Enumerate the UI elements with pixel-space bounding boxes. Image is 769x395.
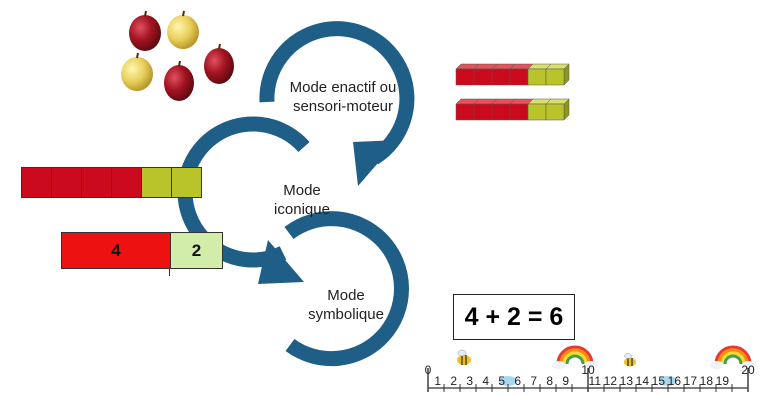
equation-box: 4 + 2 = 6 <box>453 294 575 340</box>
apples-illustration <box>121 10 234 101</box>
number-line-label: 7 <box>530 374 537 388</box>
number-line-label: 6 <box>514 374 521 388</box>
number-line-label: 2 <box>450 374 457 388</box>
green-cube <box>545 98 570 121</box>
highlight-cloud-icon <box>659 376 677 386</box>
highlight-cloud-icon <box>499 376 517 386</box>
yellow-apple-icon <box>121 52 153 91</box>
number-line-label: 19 <box>716 374 730 388</box>
number-line-label: 12 <box>604 374 618 388</box>
bee-icon <box>457 349 471 365</box>
cube-row <box>455 63 570 86</box>
number-line-label: 1 <box>434 374 441 388</box>
bar-green-part: 2 <box>171 233 222 268</box>
red-apple-icon <box>204 43 234 84</box>
green-square <box>142 168 172 197</box>
number-line-label: 5 <box>498 374 505 388</box>
cube-row <box>455 98 570 121</box>
equation-text: 4 + 2 = 6 <box>464 302 564 331</box>
red-apple-icon <box>164 60 194 101</box>
arrow-enactive-to-iconic <box>259 21 415 165</box>
number-line-label: 10 <box>581 363 595 377</box>
bee-icon <box>624 353 636 367</box>
number-line-label: 17 <box>684 374 698 388</box>
rainbow-icon <box>710 345 756 369</box>
green-cube <box>545 63 570 86</box>
unifix-cubes-bottom <box>455 98 570 121</box>
bar-green-value: 2 <box>191 240 202 260</box>
number-line-label: 8 <box>546 374 553 388</box>
number-line-label: 18 <box>700 374 714 388</box>
number-line-label: 4 <box>482 374 489 388</box>
yellow-apple-icon <box>167 10 199 49</box>
number-line-label: 20 <box>741 363 755 377</box>
red-square <box>82 168 112 197</box>
number-line-label: 16 <box>668 374 682 388</box>
number-line-label: 3 <box>466 374 473 388</box>
number-line-label: 13 <box>620 374 634 388</box>
red-square <box>22 168 52 197</box>
red-square <box>52 168 82 197</box>
unifix-cubes-top <box>455 63 570 86</box>
green-square <box>172 168 201 197</box>
arrowhead-icon <box>353 140 398 186</box>
red-apple-icon <box>129 10 161 51</box>
bar-red-part: 4 <box>62 233 171 268</box>
iconic-square-strip <box>21 167 202 198</box>
number-line-label: 11 <box>589 374 602 388</box>
arrowhead-icon <box>258 240 304 284</box>
number-line-label: 14 <box>636 374 650 388</box>
number-line-label: 9 <box>562 374 569 388</box>
number-line-label: 0 <box>425 363 432 377</box>
rainbow-icon <box>552 345 598 369</box>
arrow-symbolic-loop <box>284 211 409 367</box>
bar-red-value: 4 <box>111 240 121 260</box>
number-line-label: 15 <box>652 374 666 388</box>
red-square <box>112 168 142 197</box>
bar-model: 4 2 <box>61 232 223 269</box>
bar-divider-tick <box>169 269 170 276</box>
